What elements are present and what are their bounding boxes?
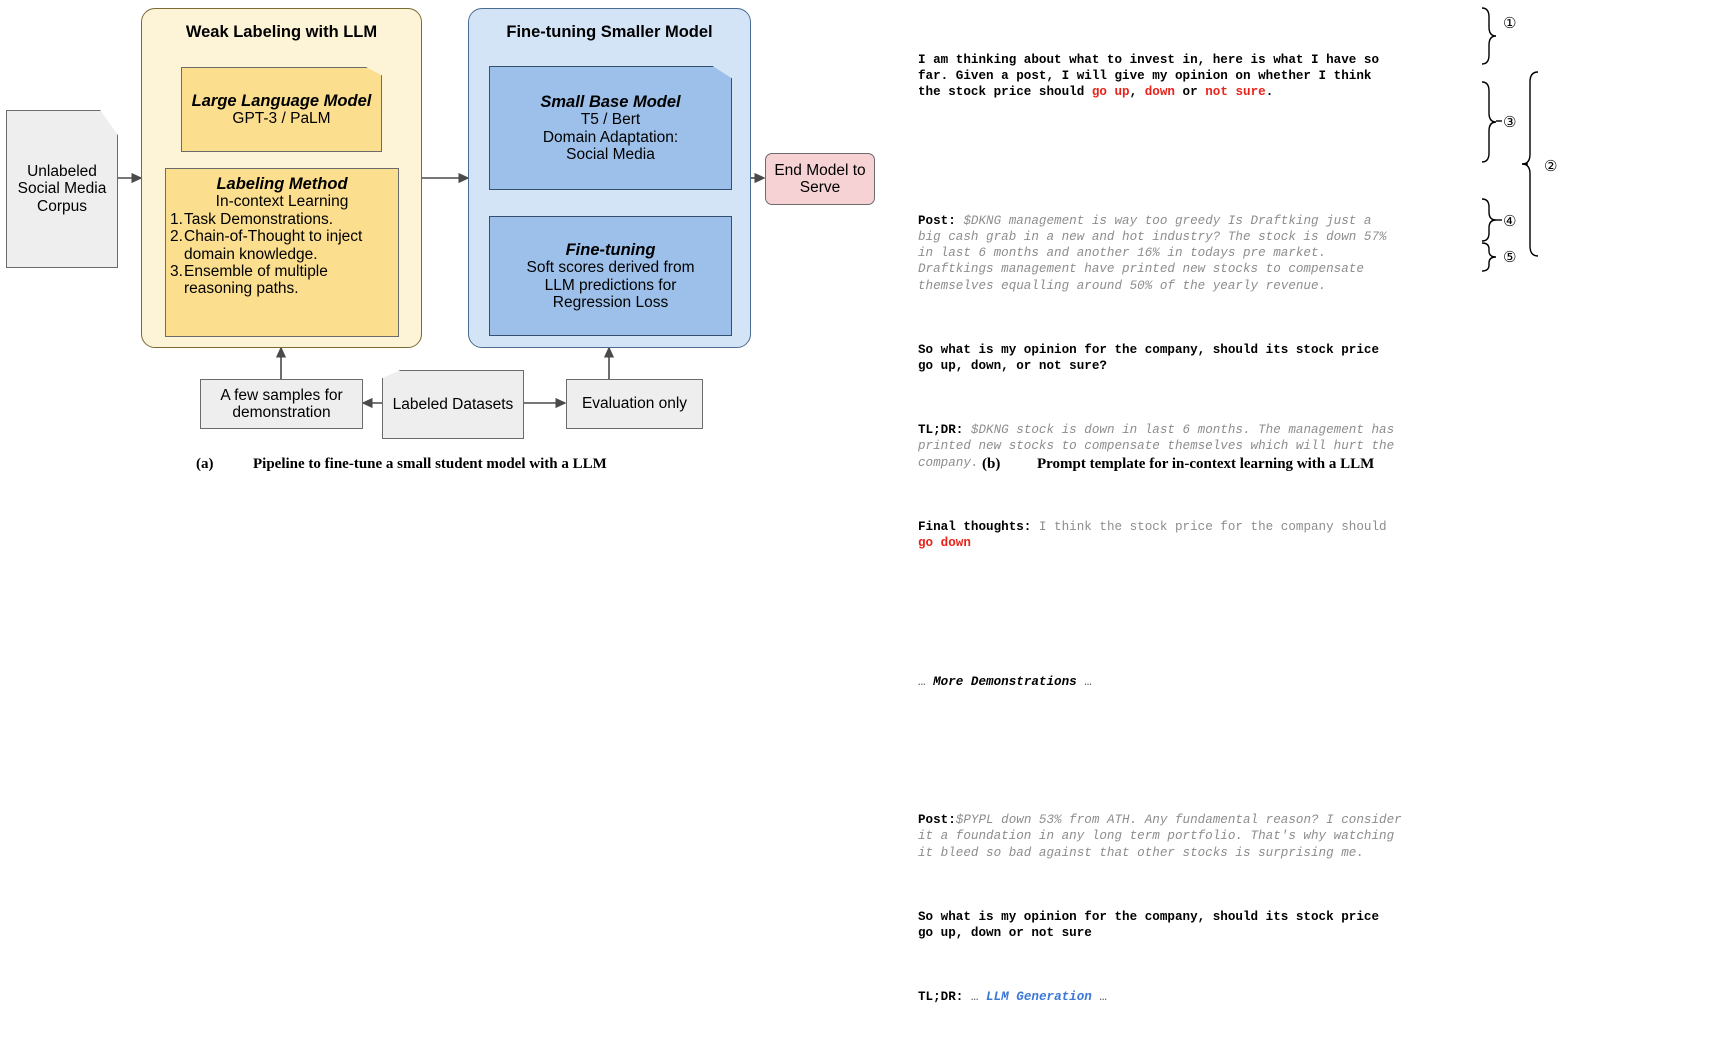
- demo-1-tldr-body: $DKNG stock is down in last 6 months. Th…: [918, 423, 1395, 470]
- demo-samples-label: A few samples for demonstration: [220, 386, 343, 421]
- base-model-body: T5 / Bert Domain Adaptation: Social Medi…: [542, 111, 679, 163]
- more-demos-text: More Demonstrations: [933, 674, 1077, 689]
- instruction-text: I am thinking about what to invest in, h…: [918, 53, 1380, 100]
- list-number: 1.: [170, 210, 183, 228]
- fine-tuning-title: Fine-tuning: [565, 240, 656, 259]
- list-item: 3. Ensemble of multiple reasoning paths.: [170, 263, 398, 298]
- fine-tuning-header: Fine-tuning Smaller Model: [506, 23, 713, 41]
- connector-arrows: [118, 172, 766, 409]
- labeling-method-list: 1. Task Demonstrations. 2. Chain-of-Thou…: [166, 211, 398, 298]
- more-demonstrations: … More Demonstrations …: [918, 674, 1518, 690]
- instruction-end: .: [1265, 85, 1274, 100]
- demo-2-llm-generation: LLM Generation: [986, 990, 1092, 1005]
- demo-1-final-label: Final thoughts:: [918, 519, 1032, 534]
- group-weak-labeling: Weak Labeling with LLM Large Language Mo…: [141, 8, 422, 348]
- labeling-method-title: Labeling Method: [216, 175, 348, 193]
- demo-2-tldr-dots-right: …: [1091, 990, 1107, 1005]
- demo-2-tldr-label: TL;DR:: [918, 990, 964, 1005]
- figure-a-caption-label: (a): [196, 456, 214, 472]
- list-text: Chain-of-Thought to inject domain knowle…: [184, 228, 363, 263]
- demo-2-post: Post:$PYPL down 53% from ATH. Any fundam…: [918, 812, 1518, 860]
- prompt-instruction: I am thinking about what to invest in, h…: [918, 52, 1518, 100]
- figure-b-prompt: I am thinking about what to invest in, h…: [890, 0, 1731, 1004]
- instruction-sep-2: or: [1174, 85, 1206, 100]
- demo-1-post: Post: $DKNG management is way too greedy…: [918, 213, 1518, 293]
- demo-2-post-body: $PYPL down 53% from ATH. Any fundamental…: [918, 813, 1402, 860]
- list-number: 3.: [170, 262, 183, 280]
- annotation-1-circle: ①: [1503, 14, 1517, 32]
- demo-2-question: So what is my opinion for the company, s…: [918, 909, 1380, 940]
- fine-tuning-body: Soft scores derived from LLM predictions…: [526, 259, 695, 311]
- figure-a-pipeline: Unlabeled Social Media Corpus Weak Label…: [0, 0, 890, 540]
- annotation-braces: [1481, 7, 1539, 272]
- figure-a-caption-text: Pipeline to fine-tune a small student mo…: [253, 456, 607, 472]
- node-labeled-datasets: Labeled Datasets: [382, 370, 524, 439]
- node-small-base-model: Small Base Model T5 / Bert Domain Adapta…: [489, 66, 732, 190]
- evaluation-only-label: Evaluation only: [581, 395, 688, 413]
- unlabeled-corpus-label: Unlabeled Social Media Corpus: [17, 162, 107, 215]
- group-fine-tuning: Fine-tuning Smaller Model Small Base Mod…: [468, 8, 751, 348]
- figure-b-caption-label: (b): [982, 456, 1001, 472]
- node-end-model-to-serve: End Model to Serve: [765, 153, 875, 205]
- end-model-label: End Model to Serve: [774, 161, 866, 196]
- list-text: Task Demonstrations.: [184, 210, 334, 228]
- list-item: 2. Chain-of-Thought to inject domain kno…: [170, 228, 398, 263]
- annotation-3-circle: ③: [1503, 113, 1517, 131]
- demo-1-post-body: $DKNG management is way too greedy Is Dr…: [918, 214, 1387, 293]
- list-text: Ensemble of multiple reasoning paths.: [184, 262, 328, 298]
- node-fine-tuning-detail: Fine-tuning Soft scores derived from LLM…: [489, 216, 732, 336]
- option-down: down: [1144, 85, 1175, 100]
- demo-1-tldr-label: TL;DR:: [918, 423, 964, 438]
- demo-2-tldr: TL;DR: … LLM Generation …: [918, 989, 1518, 1005]
- list-item: 1. Task Demonstrations.: [170, 211, 398, 228]
- more-demos-right-dots: …: [1084, 674, 1092, 689]
- node-labeling-method: Labeling Method In-context Learning 1. T…: [165, 168, 399, 337]
- base-model-title: Small Base Model: [540, 92, 681, 111]
- node-evaluation-only: Evaluation only: [566, 379, 703, 429]
- demo-1-final-body: I think the stock price for the company …: [1038, 519, 1387, 534]
- more-demos-left-dots: …: [918, 674, 926, 689]
- demo-2-tldr-dots-left: …: [963, 990, 987, 1005]
- annotation-4-circle: ④: [1503, 212, 1517, 230]
- instruction-sep-1: ,: [1129, 85, 1145, 100]
- node-unlabeled-corpus: Unlabeled Social Media Corpus: [6, 110, 118, 268]
- spacer: [918, 599, 1518, 625]
- spacer: [918, 738, 1518, 764]
- demo-1-tldr: TL;DR: $DKNG stock is down in last 6 mon…: [918, 422, 1518, 470]
- node-large-language-model: Large Language Model GPT-3 / PaLM: [181, 67, 382, 152]
- labeled-datasets-label: Labeled Datasets: [392, 395, 514, 413]
- annotation-2-circle: ②: [1544, 157, 1558, 175]
- node-demo-samples: A few samples for demonstration: [200, 379, 363, 429]
- demo-2-post-label: Post:: [918, 813, 956, 828]
- llm-title: Large Language Model: [191, 91, 372, 110]
- figure-b-caption-text: Prompt template for in-context learning …: [1037, 456, 1375, 472]
- weak-labeling-header: Weak Labeling with LLM: [185, 23, 378, 41]
- labeling-method-subtitle: In-context Learning: [215, 193, 349, 211]
- annotation-5-circle: ⑤: [1503, 248, 1517, 266]
- list-number: 2.: [170, 228, 183, 246]
- option-not-sure: not sure: [1205, 85, 1266, 100]
- llm-body: GPT-3 / PaLM: [232, 110, 331, 128]
- option-go-up: go up: [1091, 85, 1130, 100]
- demo-1-post-label: Post:: [918, 214, 956, 229]
- demo-1-question: So what is my opinion for the company, s…: [918, 342, 1380, 373]
